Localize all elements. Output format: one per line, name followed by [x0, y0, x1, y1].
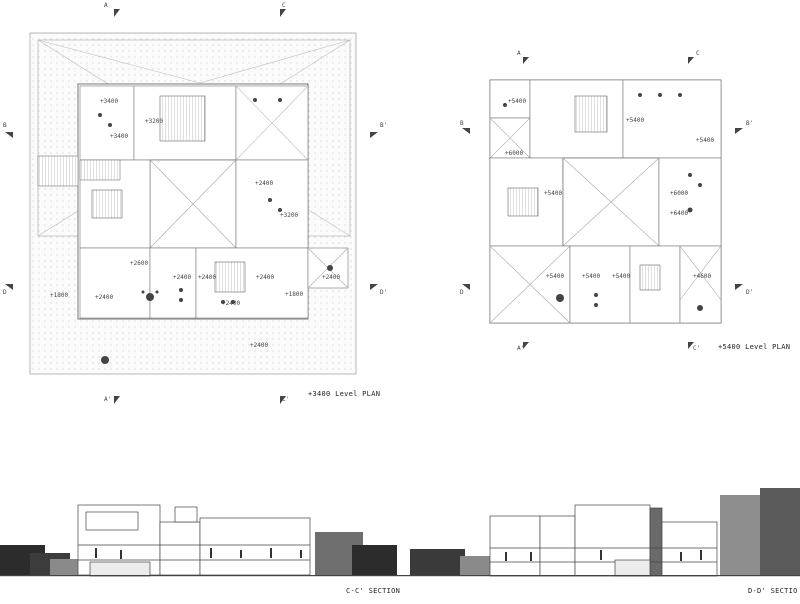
level-label: +2600: [130, 260, 149, 267]
level-label: +2400: [255, 180, 274, 187]
marker-a-bottom: A': [104, 396, 112, 403]
marker-a-top: A: [104, 2, 108, 9]
level-label: +3200: [145, 118, 164, 125]
level-label: +3200: [280, 212, 299, 219]
level-label: +2400: [198, 274, 217, 281]
marker-a-bottom: A': [517, 345, 525, 352]
level-label: +6400: [670, 210, 689, 217]
plan-3400: [29, 32, 357, 375]
plan-title-right: +5400 Level PLAN: [718, 343, 791, 351]
level-label: +1800: [50, 292, 69, 299]
marker-b-right: B': [746, 120, 754, 127]
level-label: +3400: [110, 133, 129, 140]
marker-a-top: A: [517, 50, 521, 57]
level-label: +5400: [546, 273, 565, 280]
section-title-left: C-C' SECTION: [346, 587, 401, 595]
marker-c-top: C: [696, 50, 700, 57]
level-label: +4600: [693, 273, 712, 280]
level-label: +2400: [95, 294, 114, 301]
level-label: +2400: [222, 300, 241, 307]
section-dd: [400, 488, 800, 577]
marker-d-right: D': [746, 289, 754, 296]
level-label: +5400: [696, 137, 715, 144]
level-label: +6000: [670, 190, 689, 197]
level-label: +5400: [544, 190, 563, 197]
level-label: +5400: [508, 98, 527, 105]
level-label: +5400: [582, 273, 601, 280]
plan-5400: [489, 79, 722, 324]
marker-c-bottom: C': [693, 345, 701, 352]
marker-c-top: C: [282, 2, 286, 9]
marker-b-left: B: [3, 122, 7, 129]
marker-c-bottom: C': [282, 396, 290, 403]
level-label: +2400: [250, 342, 269, 349]
marker-d-right: D': [380, 289, 388, 296]
section-cc: [0, 504, 400, 577]
marker-d-left: D: [460, 289, 464, 296]
level-label: +5400: [626, 117, 645, 124]
level-label: +2400: [322, 274, 341, 281]
marker-d-left: D: [3, 289, 7, 296]
marker-b-left: B: [460, 120, 464, 127]
plan-title-left: +3400 Level PLAN: [308, 390, 381, 398]
section-title-right: D-D' SECTIO: [748, 587, 798, 595]
level-label: +2400: [173, 274, 192, 281]
marker-b-right: B': [380, 122, 388, 129]
level-label: +6000: [505, 150, 524, 157]
section-markers: [5, 9, 743, 404]
level-label: +5400: [612, 273, 631, 280]
level-label: +3400: [100, 98, 119, 105]
level-label: +1800: [285, 291, 304, 298]
level-label: +2400: [256, 274, 275, 281]
